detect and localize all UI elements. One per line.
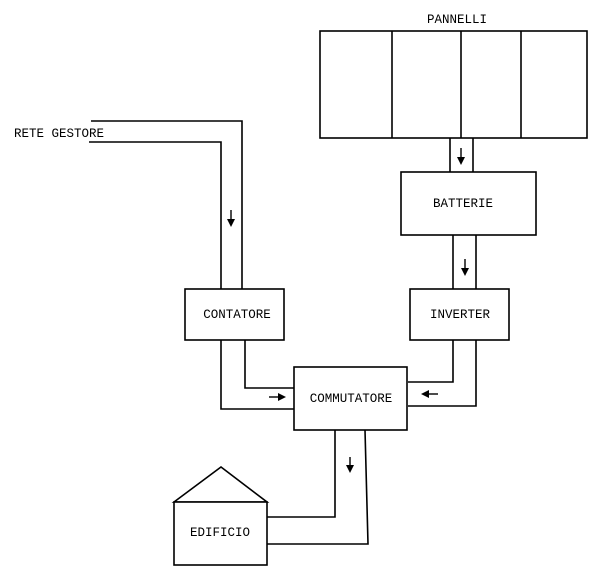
arrow-right-icon [269,393,286,401]
arrow-down-icon [457,148,465,165]
arrow-down-icon [461,259,469,276]
pannelli-label: PANNELLI [427,13,487,27]
contatore-node: CONTATORE [184,288,285,341]
batterie-box [400,171,537,236]
conduit-batterie-inverter [452,235,477,289]
commutatore-box [293,366,408,431]
inverter-label: INVERTER [430,308,491,322]
edificio-box [173,501,268,566]
commutatore-label: COMMUTATORE [310,392,393,406]
commutatore-node: COMMUTATORE [293,366,408,431]
conduit-pannelli-batterie [449,138,474,172]
edificio-node: EDIFICIO [171,465,270,566]
batterie-label: BATTERIE [433,197,493,211]
arrow-down-icon [227,210,235,227]
edificio-label: EDIFICIO [190,526,250,540]
conduit-contatore-commutatore [220,340,294,410]
rete-gestore-source: RETE GESTORE [14,120,243,289]
conduit-commutatore-edificio [267,429,369,545]
contatore-box [184,288,285,341]
pannelli-frame [319,30,588,139]
house-roof-icon [171,465,270,503]
arrow-down-icon [346,457,354,473]
arrow-left-icon [421,390,438,398]
inverter-node: INVERTER [409,288,510,341]
pannelli-node: PANNELLI [319,13,588,139]
batterie-node: BATTERIE [400,171,537,236]
conduit-inverter-commutatore [408,340,477,407]
inverter-box [409,288,510,341]
rete-gestore-label: RETE GESTORE [14,127,104,141]
contatore-label: CONTATORE [203,308,271,322]
